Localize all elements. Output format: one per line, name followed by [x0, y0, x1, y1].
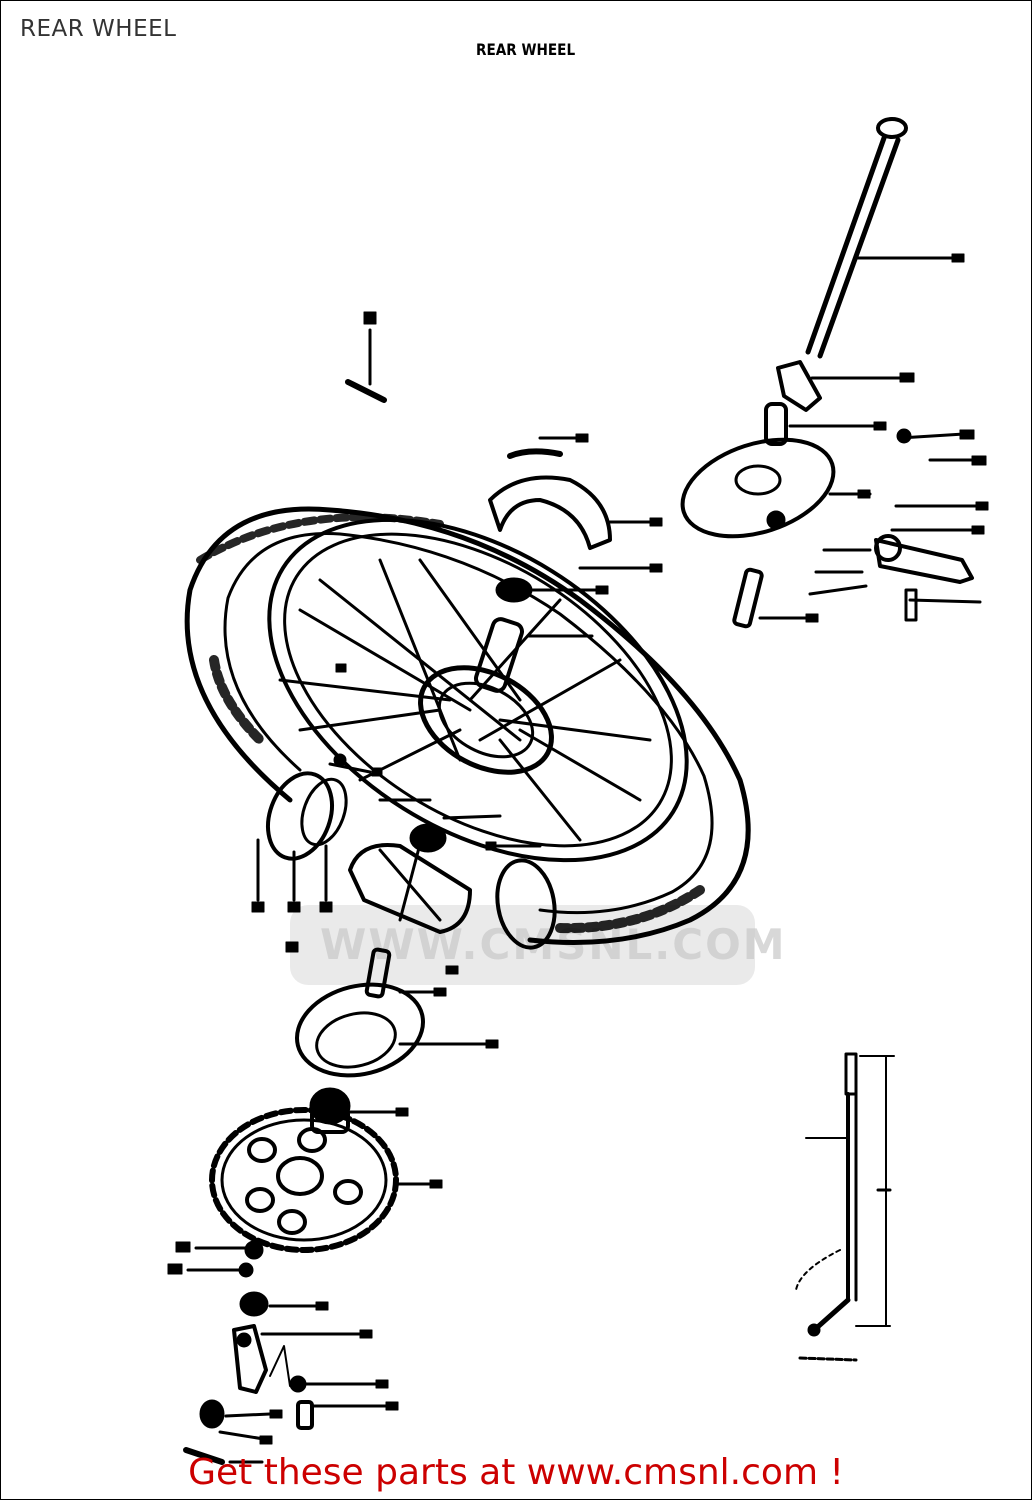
axle-part	[805, 117, 965, 359]
diagram-title: REAR WHEEL	[476, 40, 576, 59]
sprocket-carrier-part	[285, 941, 499, 1078]
chain-adjuster-part	[183, 1291, 399, 1465]
rear-sprocket-part	[209, 1107, 443, 1253]
sprocket-bolts-part	[167, 1240, 264, 1278]
brake-cam-part	[732, 567, 819, 629]
valve-screw-part	[345, 311, 387, 403]
brake-lever-part	[808, 501, 989, 622]
brake-panel-part	[680, 428, 987, 539]
cush-drive-part	[348, 814, 542, 934]
page-title: REAR WHEEL	[20, 16, 177, 42]
tube-part	[251, 771, 557, 950]
tyre-part	[184, 506, 751, 945]
hub-part	[418, 577, 609, 775]
axle-collar-part	[764, 360, 915, 446]
torque-link-part	[795, 1052, 895, 1362]
get-parts-link[interactable]: Get these parts at www.cmsnl.com !	[188, 1452, 844, 1493]
callout-lines	[328, 663, 432, 802]
brake-shoes-part	[488, 433, 663, 573]
